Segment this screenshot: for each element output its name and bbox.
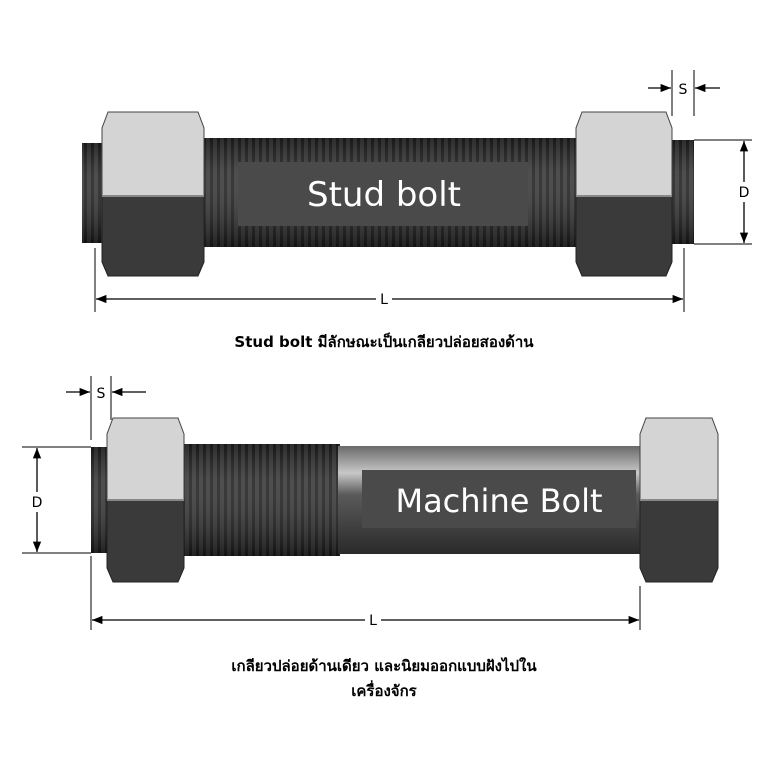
stud-d-dimension: D bbox=[694, 139, 752, 245]
machine-l-label: L bbox=[369, 613, 377, 629]
stud-bolt-title: Stud bolt bbox=[307, 175, 461, 215]
machine-bolt-label-box bbox=[362, 470, 636, 528]
machine-bolt-head bbox=[639, 417, 719, 583]
machine-s-dimension: S bbox=[66, 376, 146, 440]
machine-bolt-title: Machine Bolt bbox=[395, 482, 602, 520]
machine-bolt-caption-line2: เครื่องจักร bbox=[351, 682, 417, 700]
stud-d-label: D bbox=[739, 185, 750, 201]
stud-l-label: L bbox=[380, 292, 388, 308]
stud-left-nut bbox=[101, 111, 205, 277]
machine-nut bbox=[106, 417, 185, 583]
stud-bolt-label-box bbox=[238, 162, 528, 226]
machine-bolt: Machine Bolt S D L bbox=[22, 376, 719, 630]
machine-l-dimension: L bbox=[90, 556, 641, 630]
stud-s-label: S bbox=[679, 82, 688, 98]
machine-s-label: S bbox=[97, 386, 106, 402]
machine-bolt-caption-line1: เกลียวปล่อยด้านเดียว และนิยมออกแบบฝังไปใ… bbox=[231, 657, 537, 675]
stud-bolt-caption: Stud bolt มีลักษณะเป็นเกลียวปล่อยสองด้าน bbox=[234, 333, 534, 351]
stud-l-dimension: L bbox=[94, 248, 685, 312]
stud-s-dimension: S bbox=[648, 70, 720, 116]
machine-d-dimension: D bbox=[22, 446, 91, 554]
stud-bolt: Stud bolt S D L bbox=[82, 70, 752, 312]
stud-right-nut bbox=[575, 111, 673, 277]
machine-d-label: D bbox=[32, 495, 43, 511]
